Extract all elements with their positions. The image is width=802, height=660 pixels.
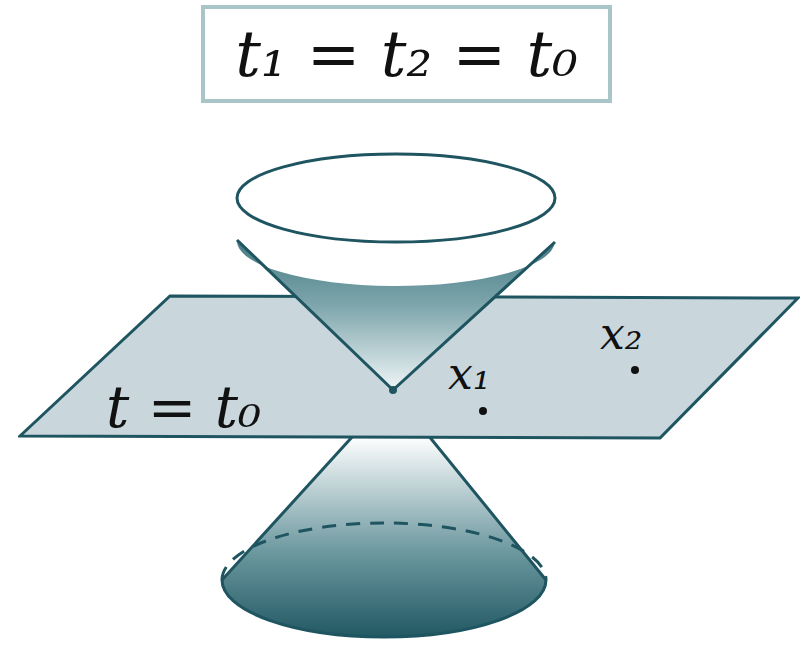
- plane-label: t = t₀: [106, 378, 261, 436]
- apex-point: [389, 386, 397, 394]
- event-point: [479, 407, 487, 415]
- upper-cone-rim: [237, 154, 555, 242]
- upper-cone-surface: [237, 240, 555, 390]
- point-label: x₁: [448, 352, 490, 396]
- event-point: [631, 366, 639, 374]
- lower-cone-front-rim: [222, 580, 546, 637]
- point-label: x₂: [600, 312, 642, 356]
- equation-box: t₁ = t₂ = t₀: [201, 5, 612, 103]
- lower-cone-back-rim: [222, 523, 546, 580]
- equation-text: t₁ = t₂ = t₀: [205, 22, 608, 86]
- upper-cone-sides: [237, 240, 555, 390]
